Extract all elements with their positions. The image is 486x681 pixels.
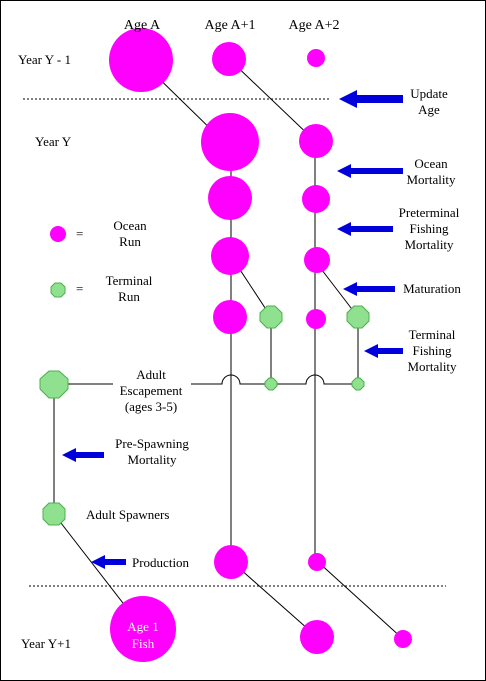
octagon-adult-spawners	[42, 502, 66, 526]
circle-age-a1-year-y-1	[212, 42, 246, 76]
label-update-age-1: Update	[410, 86, 448, 101]
circle-a1-year-y-plus-1	[300, 620, 334, 654]
octagon-a2-terminal-escapement	[351, 377, 365, 391]
legend-terminal-line2: Run	[118, 289, 140, 304]
legend-terminal-equals: =	[76, 281, 83, 296]
arrow-terminal-fishing	[364, 344, 403, 358]
row-label-year-y: Year Y	[35, 134, 72, 149]
label-update-age-2: Age	[418, 102, 440, 117]
circle-a2-after-maturation	[306, 309, 326, 329]
label-preterminal-3: Mortality	[404, 237, 454, 252]
header-age-a1: Age A+1	[204, 18, 255, 33]
label-escapement-3: (ages 3-5)	[125, 399, 177, 414]
label-ocean-mortality-2: Mortality	[406, 172, 456, 187]
row-label-year-y-minus-1: Year Y - 1	[18, 52, 71, 67]
octagon-a1-terminal-run	[259, 305, 283, 329]
label-production: Production	[132, 555, 190, 570]
circle-a2-after-ocean-mort	[302, 185, 330, 213]
label-preterminal-1: Preterminal	[399, 205, 460, 220]
label-pre-spawning-2: Mortality	[127, 452, 177, 467]
circle-a2-year-y	[299, 124, 333, 158]
header-age-a2: Age A+2	[288, 18, 339, 33]
arrow-maturation	[343, 282, 395, 296]
legend-ocean-line1: Ocean	[113, 218, 147, 233]
circle-a1-after-ocean-mort	[208, 176, 252, 220]
label-maturation: Maturation	[403, 281, 461, 296]
legend-ocean-equals: =	[76, 226, 83, 241]
legend-terminal-line1: Terminal	[106, 273, 153, 288]
label-pre-spawning-1: Pre-Spawning	[115, 436, 189, 451]
circle-a2-production	[308, 553, 326, 571]
arrow-ocean-mortality	[337, 164, 403, 178]
arrow-update-age	[339, 90, 403, 108]
label-escapement-2: Escapement	[120, 383, 183, 398]
circle-a1-year-y	[201, 113, 259, 171]
label-age1-fish-2: Fish	[132, 636, 155, 651]
label-escapement-1: Adult	[136, 367, 166, 382]
circle-age-a2-year-y-1	[307, 49, 325, 67]
label-ocean-mortality-1: Ocean	[414, 156, 448, 171]
octagon-adult-escapement	[39, 370, 69, 399]
circle-age-a-year-y-1	[109, 28, 173, 92]
label-terminal-fishing-2: Fishing	[412, 343, 452, 358]
legend-terminal-run-octagon	[50, 282, 66, 298]
header-age-a: Age A	[124, 18, 161, 33]
legend-ocean-line2: Run	[119, 234, 141, 249]
circle-a2-year-y-plus-1	[394, 630, 412, 648]
label-terminal-fishing-1: Terminal	[409, 327, 456, 342]
arrow-production	[91, 555, 126, 569]
escapement-label-bg	[113, 365, 191, 415]
circle-a2-after-preterminal	[304, 247, 330, 273]
octagon-a1-terminal-escapement	[264, 377, 278, 391]
circle-a1-after-maturation	[213, 300, 247, 334]
label-terminal-fishing-3: Mortality	[407, 359, 457, 374]
terminal-run-octagons	[39, 282, 370, 526]
circle-a1-production	[214, 545, 248, 579]
label-adult-spawners: Adult Spawners	[86, 507, 169, 522]
label-preterminal-2: Fishing	[409, 221, 449, 236]
label-age1-fish-1: Age 1	[127, 619, 158, 634]
circle-a1-after-preterminal	[211, 237, 249, 275]
ocean-run-circles	[50, 28, 412, 662]
circle-age1-fish	[110, 596, 176, 662]
legend-ocean-run-circle	[50, 226, 66, 242]
arrow-preterminal	[337, 222, 393, 236]
arrows	[62, 90, 403, 569]
row-label-year-y-plus-1: Year Y+1	[21, 636, 71, 651]
arrow-pre-spawning	[62, 448, 104, 462]
octagon-a2-terminal-run	[346, 305, 370, 329]
